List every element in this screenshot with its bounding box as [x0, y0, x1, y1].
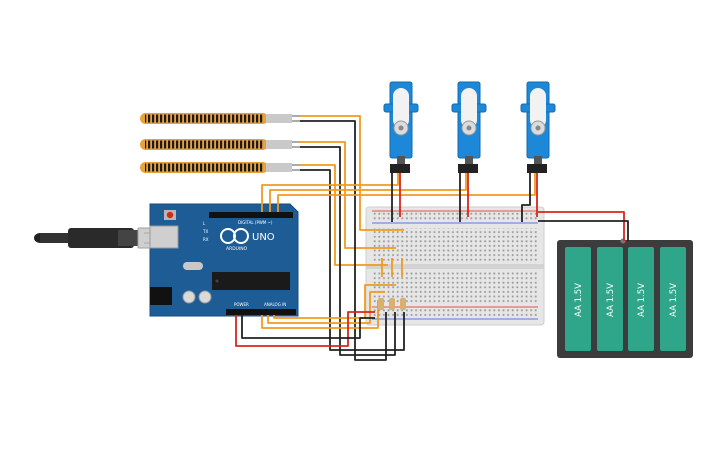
resistors — [378, 298, 406, 310]
battery-cell-2 — [597, 247, 623, 351]
servo-motor-1 — [383, 81, 419, 173]
arduino-model-label: UNO — [252, 232, 275, 243]
tx-led-label: TX — [202, 229, 208, 234]
flex-sensor-1 — [140, 113, 300, 124]
flex-sensor-3 — [140, 162, 300, 173]
battery-cell-4 — [660, 247, 686, 351]
flex-sensor-2 — [140, 139, 300, 150]
battery-pack: AA 1.5V AA 1.5V AA 1.5V AA 1.5V — [557, 238, 693, 358]
arduino-uno-board: ARDUINO UNO DIGITAL (PWM ~) POWER ANALOG… — [149, 203, 299, 317]
wire-connections — [235, 115, 629, 361]
servo-motor-3 — [520, 81, 556, 173]
battery-cell-label-2: AA 1.5V — [606, 283, 616, 317]
power-header-label: POWER — [234, 302, 249, 307]
analog-in-label: ANALOG IN — [264, 302, 286, 307]
rx-led-label: RX — [203, 237, 209, 242]
battery-cell-3 — [628, 247, 654, 351]
breadboard — [365, 206, 545, 326]
battery-cell-1 — [565, 247, 591, 351]
battery-cell-label-4: AA 1.5V — [669, 283, 679, 317]
digital-pwm-label: DIGITAL (PWM ~) — [238, 220, 273, 225]
l-led-label: L — [203, 221, 206, 226]
arduino-brand-label: ARDUINO — [226, 246, 248, 252]
servo-motor-2 — [451, 81, 487, 173]
battery-cell-label-1: AA 1.5V — [574, 283, 584, 317]
battery-cell-label-3: AA 1.5V — [637, 283, 647, 317]
